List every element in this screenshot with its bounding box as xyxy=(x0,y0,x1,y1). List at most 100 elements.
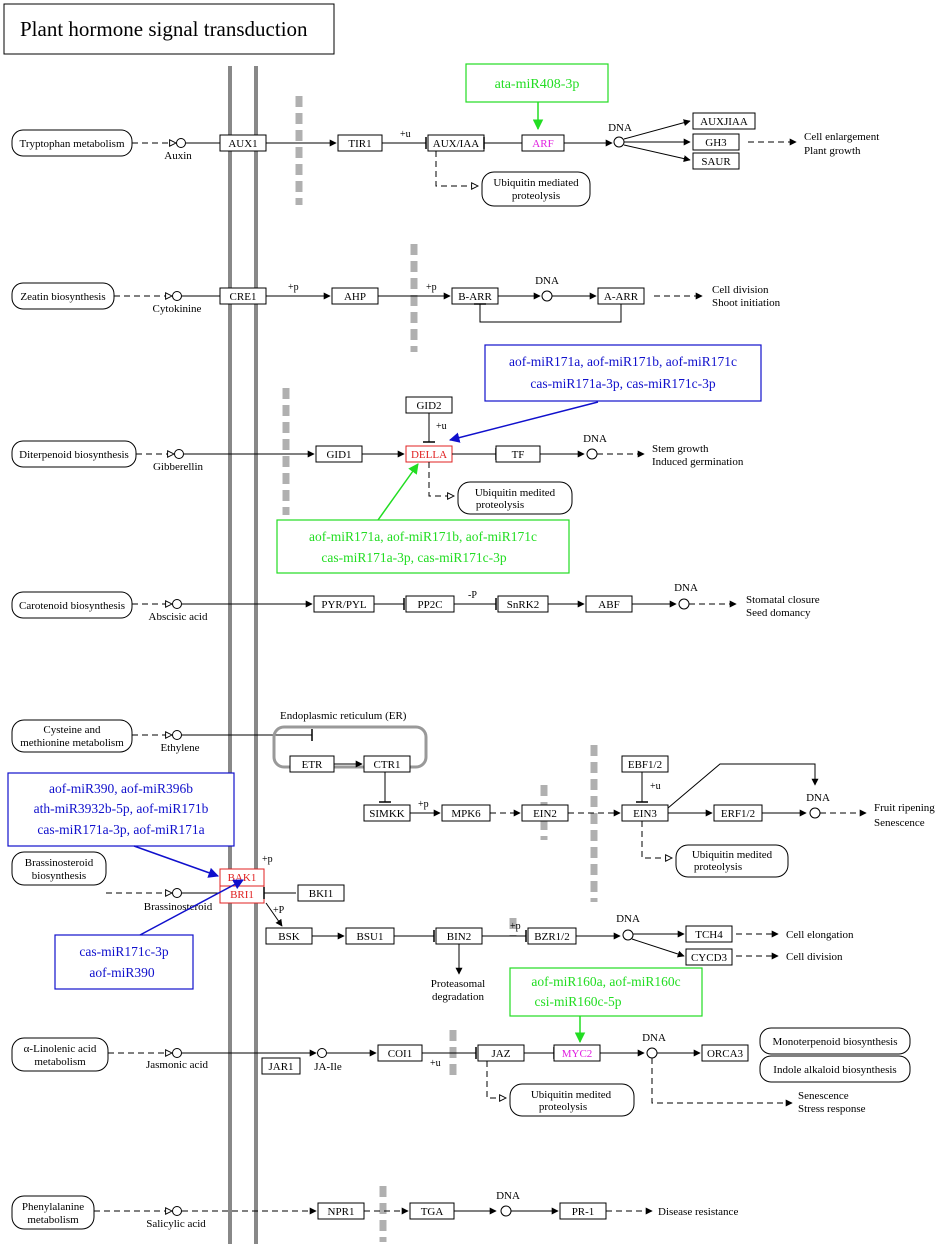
source-zeatin: Zeatin biosynthesis xyxy=(20,291,105,303)
source-phenylalanine-1: Phenylalanine xyxy=(22,1201,84,1213)
dna-label: DNA xyxy=(608,122,632,134)
plasma-membrane xyxy=(228,66,258,1244)
auxin-pathway: Tryptophan metabolism Auxin AUX1 TIR1 +u… xyxy=(11,63,879,207)
source-diterpenoid: Diterpenoid biosynthesis xyxy=(19,449,129,461)
ubiq-1: Ubiquitin medited xyxy=(692,849,773,861)
mirna-della-blue-2: cas-miR171a-3p, cas-miR171c-3p xyxy=(530,376,715,391)
node-bsk: BSK xyxy=(278,931,299,943)
mirna-della-blue-1: aof-miR171a, aof-miR171b, aof-miR171c xyxy=(509,354,737,369)
node-bri1: BRI1 xyxy=(230,889,254,901)
mod-u: +u xyxy=(436,421,447,432)
mirna-bri1-1: cas-miR171c-3p xyxy=(79,944,168,959)
node-ctr1: CTR1 xyxy=(374,759,401,771)
mod-u: +u xyxy=(650,781,661,792)
ubiq-2: proteolysis xyxy=(476,499,524,511)
nuclear-barriers xyxy=(282,96,598,1242)
salicylic-pathway: Phenylalanine metabolism Salicylic acid … xyxy=(11,1190,738,1230)
node-bin2: BIN2 xyxy=(447,931,471,943)
ubiq-1: Ubiquitin medited xyxy=(475,487,556,499)
dna-label: DNA xyxy=(496,1190,520,1202)
node-bzr12: BZR1/2 xyxy=(534,931,569,943)
effect-2: Seed domancy xyxy=(746,607,811,619)
node-cre1: CRE1 xyxy=(230,291,257,303)
node-orca3: ORCA3 xyxy=(707,1048,744,1060)
node-saur: SAUR xyxy=(701,156,731,168)
node-bak1: BAK1 xyxy=(228,872,257,884)
brassinosteroid-pathway: Brassinosteroid biosynthesis Brassinoste… xyxy=(7,772,854,1003)
gibberellin-pathway: Diterpenoid biosynthesis Gibberellin GID… xyxy=(11,344,762,574)
node-aux1: AUX1 xyxy=(228,138,257,150)
effect-2: Senescence xyxy=(874,817,925,829)
node-snrk2: SnRK2 xyxy=(507,599,539,611)
node-bki1: BKI1 xyxy=(309,888,333,900)
effect-1: Fruit ripening xyxy=(874,802,935,814)
effect-1: Cell division xyxy=(712,284,769,296)
hormone-brassinosteroid: Brassinosteroid xyxy=(144,901,213,913)
abscisic-pathway: Carotenoid biosynthesis Abscisic acid PY… xyxy=(11,582,820,623)
hormone-abscisic: Abscisic acid xyxy=(149,611,208,623)
node-arf: ARF xyxy=(532,138,553,150)
hormone-salicylic: Salicylic acid xyxy=(146,1218,206,1230)
source-carotenoid: Carotenoid biosynthesis xyxy=(19,600,125,612)
node-erf12: ERF1/2 xyxy=(721,808,755,820)
node-jar1: JAR1 xyxy=(268,1061,293,1073)
effect-2: Stress response xyxy=(798,1103,866,1115)
mirna-myc2-1: aof-miR160a, aof-miR160c xyxy=(531,974,680,989)
source-brassinosteroid-2: biosynthesis xyxy=(32,870,86,882)
source-cysteine-1: Cysteine and xyxy=(43,724,101,736)
source-linolenic-1: α-Linolenic acid xyxy=(24,1043,97,1055)
side-monoterpenoid: Monoterpenoid biosynthesis xyxy=(773,1036,898,1048)
node-pp2c: PP2C xyxy=(417,599,442,611)
effect-2: Induced germination xyxy=(652,456,744,468)
effect-elongation: Cell elongation xyxy=(786,929,854,941)
side-indole: Indole alkaloid biosynthesis xyxy=(773,1064,896,1076)
node-ja-ile: JA-Ile xyxy=(314,1061,342,1073)
mod-p2: +P xyxy=(273,905,285,916)
node-mpk6: MPK6 xyxy=(451,808,481,820)
node-tir1: TIR1 xyxy=(348,138,371,150)
node-abf: ABF xyxy=(598,599,619,611)
diagram-title: Plant hormone signal transduction xyxy=(20,17,308,41)
effect-1: Cell enlargement xyxy=(804,131,879,143)
hormone-jasmonic: Jasmonic acid xyxy=(146,1059,209,1071)
dna-label: DNA xyxy=(674,582,698,594)
node-ebf12: EBF1/2 xyxy=(628,759,662,771)
node-tch4: TCH4 xyxy=(695,929,723,941)
mod-u: +u xyxy=(400,129,411,140)
dna-label: DNA xyxy=(583,433,607,445)
ubiq-1: Ubiquitin mediated xyxy=(493,177,579,189)
node-npr1: NPR1 xyxy=(328,1206,355,1218)
source-cysteine-2: methionine metabolism xyxy=(20,737,124,749)
mod-p1: +p xyxy=(288,282,299,293)
source-linolenic-2: metabolism xyxy=(34,1056,86,1068)
node-a-arr: A-ARR xyxy=(604,291,639,303)
mod-p1: +p xyxy=(262,854,273,865)
node-jaz: JAZ xyxy=(492,1048,511,1060)
mirna-arf: ata-miR408-3p xyxy=(495,77,580,92)
source-brassinosteroid-1: Brassinosteroid xyxy=(25,857,94,869)
mod-minus-p: -P xyxy=(468,590,477,601)
node-b-arr: B-ARR xyxy=(458,291,492,303)
er-label: Endoplasmic reticulum (ER) xyxy=(280,710,407,722)
hormone-cytokinine: Cytokinine xyxy=(153,303,202,315)
mod-u: +u xyxy=(430,1058,441,1069)
dna-label: DNA xyxy=(806,792,830,804)
cytokinin-pathway: Zeatin biosynthesis Cytokinine CRE1 +p A… xyxy=(11,275,781,323)
mirna-bak1-3: cas-miR171a-3p, aof-miR171a xyxy=(37,822,204,837)
node-gid1: GID1 xyxy=(326,449,351,461)
node-myc2: MYC2 xyxy=(562,1048,593,1060)
node-tga: TGA xyxy=(421,1206,444,1218)
node-bsu1: BSU1 xyxy=(357,931,384,943)
node-pyr-pyl: PYR/PYL xyxy=(321,599,367,611)
node-etr: ETR xyxy=(302,759,323,771)
mod-p: +p xyxy=(418,799,429,810)
node-ahp: AHP xyxy=(344,291,366,303)
effect-1: Stomatal closure xyxy=(746,594,820,606)
dna-label: DNA xyxy=(535,275,559,287)
mirna-della-green-1: aof-miR171a, aof-miR171b, aof-miR171c xyxy=(309,529,537,544)
ubiq-2: proteolysis xyxy=(694,861,742,873)
mirna-bri1-2: aof-miR390 xyxy=(89,965,154,980)
ubiq-2: proteolysis xyxy=(512,190,560,202)
hormone-auxin: Auxin xyxy=(164,150,192,162)
